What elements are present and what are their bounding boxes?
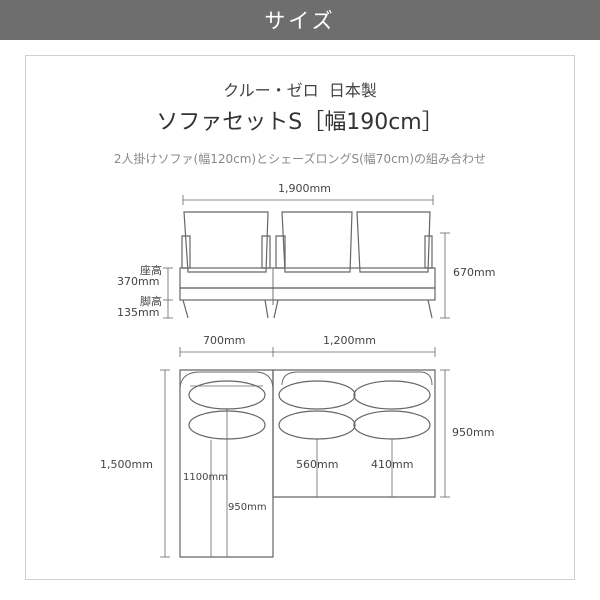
chaise-seat-depth-label: 1100mm [183,472,228,483]
sofa-width-label: 1,200mm [323,334,376,347]
chaise-depth-label: 1,500mm [100,458,153,471]
leg-height-caption: 脚高 [140,295,162,308]
section-header: サイズ [0,0,600,40]
sofa-cushion [278,410,356,440]
leg [273,299,279,319]
sofa-cushion [353,380,431,410]
back-cushion [356,211,431,273]
total-height-label: 670mm [453,266,496,279]
chaise-cushion [188,380,266,410]
leg [264,299,269,319]
section-title: サイズ [264,9,336,33]
seat-frame [179,287,436,301]
diagram-panel [25,55,575,580]
front-view [163,195,450,319]
sofa-seat-depth-b-label: 410mm [371,458,414,471]
back-cushion [281,211,353,273]
top-view [160,347,450,558]
sofa-cushion [353,410,431,440]
seat-height-caption: 座高 [140,264,162,277]
product-name: ソファセットS［幅190cm］ [156,110,444,135]
sofa-outline [272,369,436,498]
sofa-seat-depth-a-label: 560mm [296,458,339,471]
back-cushion [183,211,269,273]
leg-height-value: 135mm [117,306,160,319]
product-description: 2人掛けソファ(幅120cm)とシェーズロングS(幅70cm)の組み合わせ [113,152,487,166]
brand-name: クルー・ゼロ [223,81,319,100]
sofa-depth-label: 950mm [452,426,495,439]
brand-line: クルー・ゼロ 日本製 [0,77,600,101]
leg [182,299,189,319]
total-width-label: 1,900mm [278,182,331,195]
leg [427,299,433,319]
seat-base [179,267,436,289]
chaise-seat-depth-b-label: 950mm [228,502,267,513]
chaise-width-label: 700mm [203,334,246,347]
chaise-outline [179,369,274,558]
sofa-cushion [278,380,356,410]
seat-height-value: 370mm [117,275,160,288]
made-in-label: 日本製 [328,81,377,100]
